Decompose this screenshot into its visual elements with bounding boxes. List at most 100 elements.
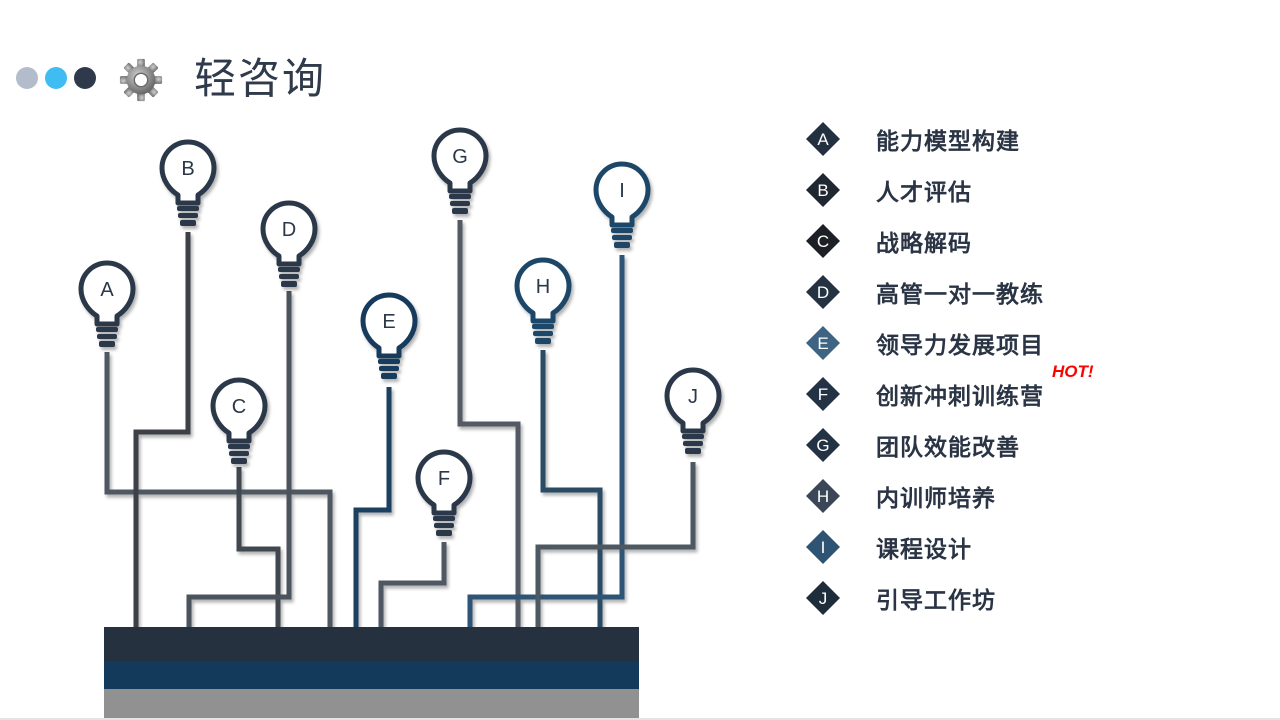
diamond-shape xyxy=(806,478,840,513)
diamond-letter: H xyxy=(817,487,829,506)
bulb-base-ring xyxy=(449,194,471,199)
legend-label: 战略解码 xyxy=(876,230,972,257)
diamond-letter: F xyxy=(818,385,828,404)
diamond-letter: G xyxy=(816,436,829,455)
lightbulb-c: C xyxy=(210,377,268,464)
diamond-shape xyxy=(806,529,840,564)
legend-label: 创新冲刺训练营 xyxy=(876,383,1044,410)
page-title: 轻咨询 xyxy=(194,54,327,103)
lightbulb-i: I xyxy=(593,161,651,248)
bulb-base-ring xyxy=(180,220,196,226)
legend-label: 内训师培养 xyxy=(876,485,996,512)
legend-label: 领导力发展项目 xyxy=(876,332,1044,359)
bulb-base-ring xyxy=(683,441,703,446)
bulb-base-ring xyxy=(614,242,630,248)
bulb-letter: G xyxy=(452,146,468,168)
bulb-base-ring xyxy=(433,516,455,521)
diamond-icon: H xyxy=(806,478,840,513)
bulb-letter: A xyxy=(100,279,114,301)
bulb-base-ring xyxy=(532,324,554,329)
lightbulb-g: G xyxy=(431,127,489,214)
legend-label: 团队效能改善 xyxy=(876,434,1020,461)
bulb-base-ring xyxy=(178,213,198,218)
diamond-icon: C xyxy=(806,223,840,258)
bulb-letter: C xyxy=(232,396,246,418)
diamond-shape xyxy=(806,580,840,615)
bulb-base-ring xyxy=(533,331,553,336)
legend-item-h: H 内训师培养 xyxy=(804,470,1044,521)
bulb-glass xyxy=(78,260,136,327)
legend-label: 高管一对一教练 xyxy=(876,281,1044,308)
bulb-letter: J xyxy=(688,386,698,408)
diamond-shape xyxy=(806,376,840,411)
bulb-base-ring xyxy=(96,327,118,332)
diamond-shape xyxy=(806,223,840,258)
bulb-glass xyxy=(159,139,217,206)
diamond-letter: A xyxy=(817,130,829,149)
lightbulb-j: J xyxy=(664,367,722,454)
diamond-shape xyxy=(806,427,840,462)
legend-item-i: I 课程设计 xyxy=(804,521,1044,572)
bulb-letter: I xyxy=(619,180,625,202)
legend-label: 人才评估 xyxy=(876,179,972,206)
dot-dark xyxy=(74,67,96,89)
wire-c xyxy=(236,467,281,628)
legend-item-f: F 创新冲刺训练营 xyxy=(804,368,1044,419)
diamond-letter: J xyxy=(819,589,828,608)
bulb-base-ring xyxy=(278,267,300,272)
lightbulb-e: E xyxy=(360,292,418,379)
diamond-letter: E xyxy=(817,334,828,353)
diamond-icon: E xyxy=(806,325,840,360)
legend-label: 课程设计 xyxy=(876,536,972,563)
lightbulb-a: A xyxy=(78,260,136,347)
bulb-base-ring xyxy=(177,206,199,211)
diamond-icon: J xyxy=(806,580,840,615)
bulb-letter: E xyxy=(382,311,395,333)
bulb-base-ring xyxy=(450,201,470,206)
wire-d xyxy=(186,291,292,628)
bulb-base-ring xyxy=(452,208,468,214)
diamond-icon: B xyxy=(806,172,840,207)
bulb-base-ring xyxy=(97,334,117,339)
bulb-base-ring xyxy=(228,444,250,449)
bulb-glass xyxy=(431,127,489,194)
bulb-glass xyxy=(514,257,572,324)
legend-item-j: J 引导工作坊 xyxy=(804,572,1044,623)
wire-h xyxy=(540,350,603,628)
lightbulb-d: D xyxy=(260,200,318,287)
bulb-glass xyxy=(593,161,651,228)
legend-item-g: G 团队效能改善 xyxy=(804,419,1044,470)
bulb-base-ring xyxy=(378,359,400,364)
wire-g xyxy=(457,220,521,628)
service-legend: A 能力模型构建 B 人才评估 C 战略解码 D 高管一对一教练 E 领导力发展… xyxy=(804,113,1044,623)
bulb-glass xyxy=(415,449,473,516)
diamond-icon: A xyxy=(806,121,840,156)
bulb-base-ring xyxy=(229,451,249,456)
bulb-base-ring xyxy=(281,281,297,287)
wire-e xyxy=(353,387,392,628)
platform-base xyxy=(104,627,639,720)
lightbulb-h: H xyxy=(514,257,572,344)
wire-b xyxy=(133,232,191,628)
bulb-letter: D xyxy=(282,219,296,241)
bulb-base-ring xyxy=(279,274,299,279)
bulb-glass xyxy=(360,292,418,359)
diamond-shape xyxy=(806,172,840,207)
wire-i xyxy=(467,255,625,628)
diamond-shape xyxy=(806,325,840,360)
legend-item-e: E 领导力发展项目 xyxy=(804,317,1044,368)
bulb-base-ring xyxy=(535,338,551,344)
bulb-base-ring xyxy=(685,448,701,454)
bulb-letter: B xyxy=(181,158,194,180)
diamond-shape xyxy=(806,121,840,156)
legend-item-c: C 战略解码 xyxy=(804,215,1044,266)
diamond-letter: C xyxy=(817,232,829,251)
bulb-base-ring xyxy=(611,228,633,233)
diamond-icon: D xyxy=(806,274,840,309)
wire-j xyxy=(535,462,696,628)
diamond-icon: I xyxy=(806,529,840,564)
diamond-letter: I xyxy=(821,538,826,557)
legend-label: 能力模型构建 xyxy=(876,128,1020,155)
